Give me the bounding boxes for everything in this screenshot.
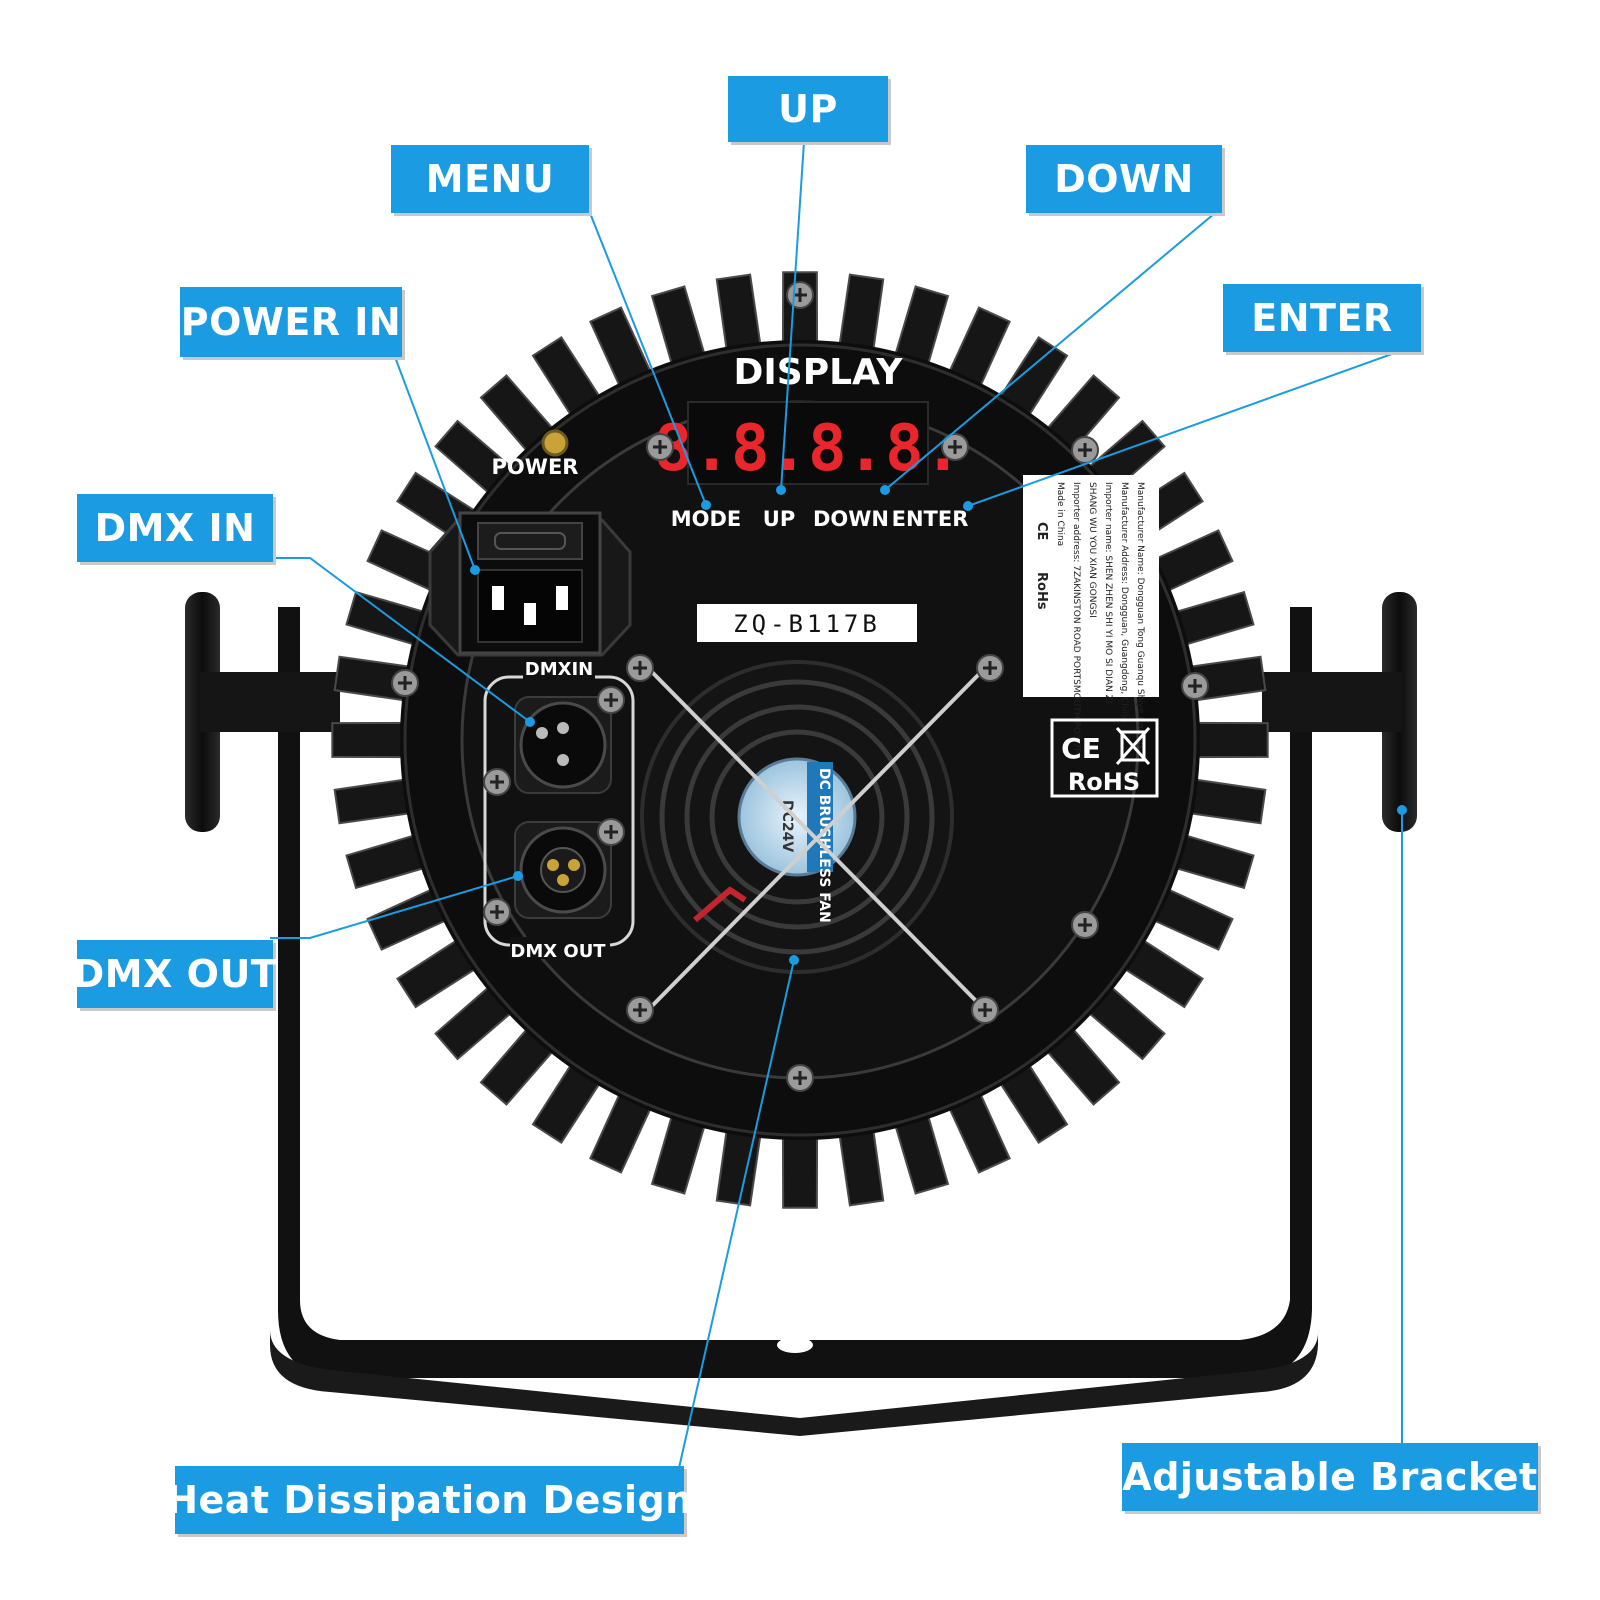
screw-cross <box>633 1003 647 1017</box>
bracket-hole <box>777 1337 813 1353</box>
screw-cross <box>983 661 997 675</box>
rating-label-line: Made in China <box>1055 482 1065 546</box>
screw-cross <box>490 775 504 789</box>
callout-power-in: POWER IN <box>180 287 402 357</box>
dmx-in-label: DMXIN <box>525 659 594 680</box>
callout-dmx-in: DMX IN <box>77 494 273 562</box>
screw-cross <box>653 440 667 454</box>
fan-guard-wire <box>646 666 987 1012</box>
display-title: DISPLAY <box>733 352 903 393</box>
dmx-in-connector[interactable] <box>514 696 612 794</box>
ce-mark: CE <box>1061 732 1101 765</box>
enter-button-label[interactable]: ENTER <box>892 507 969 531</box>
left-knob[interactable] <box>185 592 340 832</box>
adjustable-bracket <box>270 607 1319 1436</box>
callout-adjustable-bracket: Adjustable Bracket <box>1122 1443 1538 1511</box>
dmx-out-connector[interactable] <box>514 821 612 919</box>
callout-up: UP <box>728 76 888 142</box>
rating-label: Manufacturer Name: Dongguan Tong Guanqu … <box>1023 475 1159 760</box>
callout-dmx-out: DMX OUT <box>73 940 277 1008</box>
screw-cross <box>1078 443 1092 457</box>
ce-rohs-mark: CE RoHS <box>1050 718 1159 798</box>
rating-label-line: Importer address: 7ZAKINSTON ROAD PORTSM… <box>1071 482 1081 760</box>
leader-enter <box>967 348 1407 507</box>
leader-menu <box>589 212 707 506</box>
screw-cross <box>604 693 618 707</box>
leader-up <box>780 141 805 491</box>
panel-screws <box>391 281 1209 1092</box>
callout-heat-dissipation: Heat Dissipation Design <box>166 1466 692 1534</box>
screw-cross <box>1188 679 1202 693</box>
dmx-out-label: DMX OUT <box>510 941 606 962</box>
bracket-hole <box>777 1385 813 1401</box>
rating-mark: RoHs <box>1034 572 1049 610</box>
right-knob[interactable] <box>1262 592 1417 832</box>
mode-button-label[interactable]: MODE <box>671 507 742 531</box>
rating-mark: CE <box>1034 522 1049 540</box>
segment-display: 8.8.8.8. <box>654 412 962 486</box>
weee-bin-icon <box>1115 727 1151 765</box>
screw-cross <box>948 440 962 454</box>
leader-power-in <box>394 356 476 571</box>
power-label: POWER <box>492 455 579 479</box>
rating-label-line: SHANG WU YOU XIAN GONGSI <box>1087 482 1097 618</box>
leader-heat <box>678 959 795 1469</box>
power-indicator-icon <box>541 429 569 457</box>
screw-cross <box>604 825 618 839</box>
screw-cross <box>398 676 412 690</box>
screw-cross <box>978 1003 992 1017</box>
screw-cross <box>793 288 807 302</box>
rating-label-line: Manufacturer Name: Dongguan Tong Guanqu … <box>1135 482 1145 748</box>
leader-dmx-in <box>270 557 531 723</box>
power-inlet-socket[interactable] <box>428 511 632 657</box>
screw-cross <box>1078 918 1092 932</box>
callout-down: DOWN <box>1026 145 1222 213</box>
screw-cross <box>633 661 647 675</box>
led-display <box>687 401 929 485</box>
down-button-label[interactable]: DOWN <box>813 507 889 531</box>
model-plate <box>697 604 917 642</box>
leader-dots <box>470 485 1407 965</box>
rohs-mark: RoHS <box>1068 768 1140 796</box>
leader-lines <box>270 141 1407 1469</box>
cooling-fan: DC BRUSHLESS FAN DC24V <box>640 660 987 1012</box>
callout-menu: MENU <box>391 145 589 213</box>
leader-down <box>884 212 1216 491</box>
screw-cross <box>793 1071 807 1085</box>
callout-enter: ENTER <box>1223 284 1421 352</box>
up-button-label[interactable]: UP <box>763 507 795 531</box>
leader-dmx-out <box>270 875 519 939</box>
rating-label-line: Importer name: SHEN ZHEN SHI YI MO SI DI… <box>1103 482 1113 703</box>
model-number: ZQ-B117B <box>733 610 881 638</box>
rating-label-line: Manufacturer Address: Dongguan, Guangdon… <box>1119 482 1129 723</box>
screw-cross <box>490 905 504 919</box>
